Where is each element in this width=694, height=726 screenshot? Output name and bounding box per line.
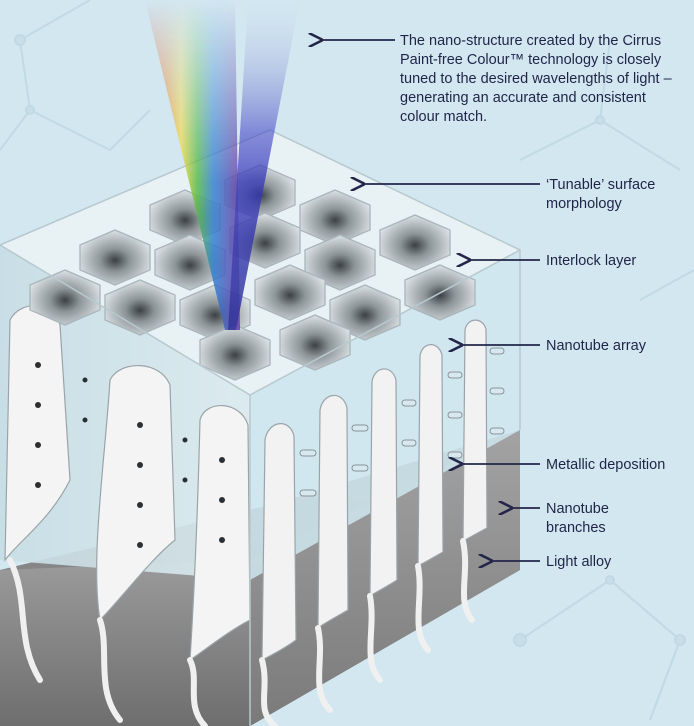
intro-description: The nano-structure created by the Cirrus…	[400, 32, 688, 127]
label-interlock-layer: Interlock layer	[546, 252, 636, 271]
label-light-alloy: Light alloy	[546, 553, 611, 572]
label-nanotube-array: Nanotube array	[546, 337, 646, 356]
label-nanotube-branches: Nanotube branches	[546, 500, 609, 538]
label-metallic-deposition: Metallic deposition	[546, 456, 665, 475]
label-tunable-surface: ‘Tunable’ surface morphology	[546, 176, 655, 214]
